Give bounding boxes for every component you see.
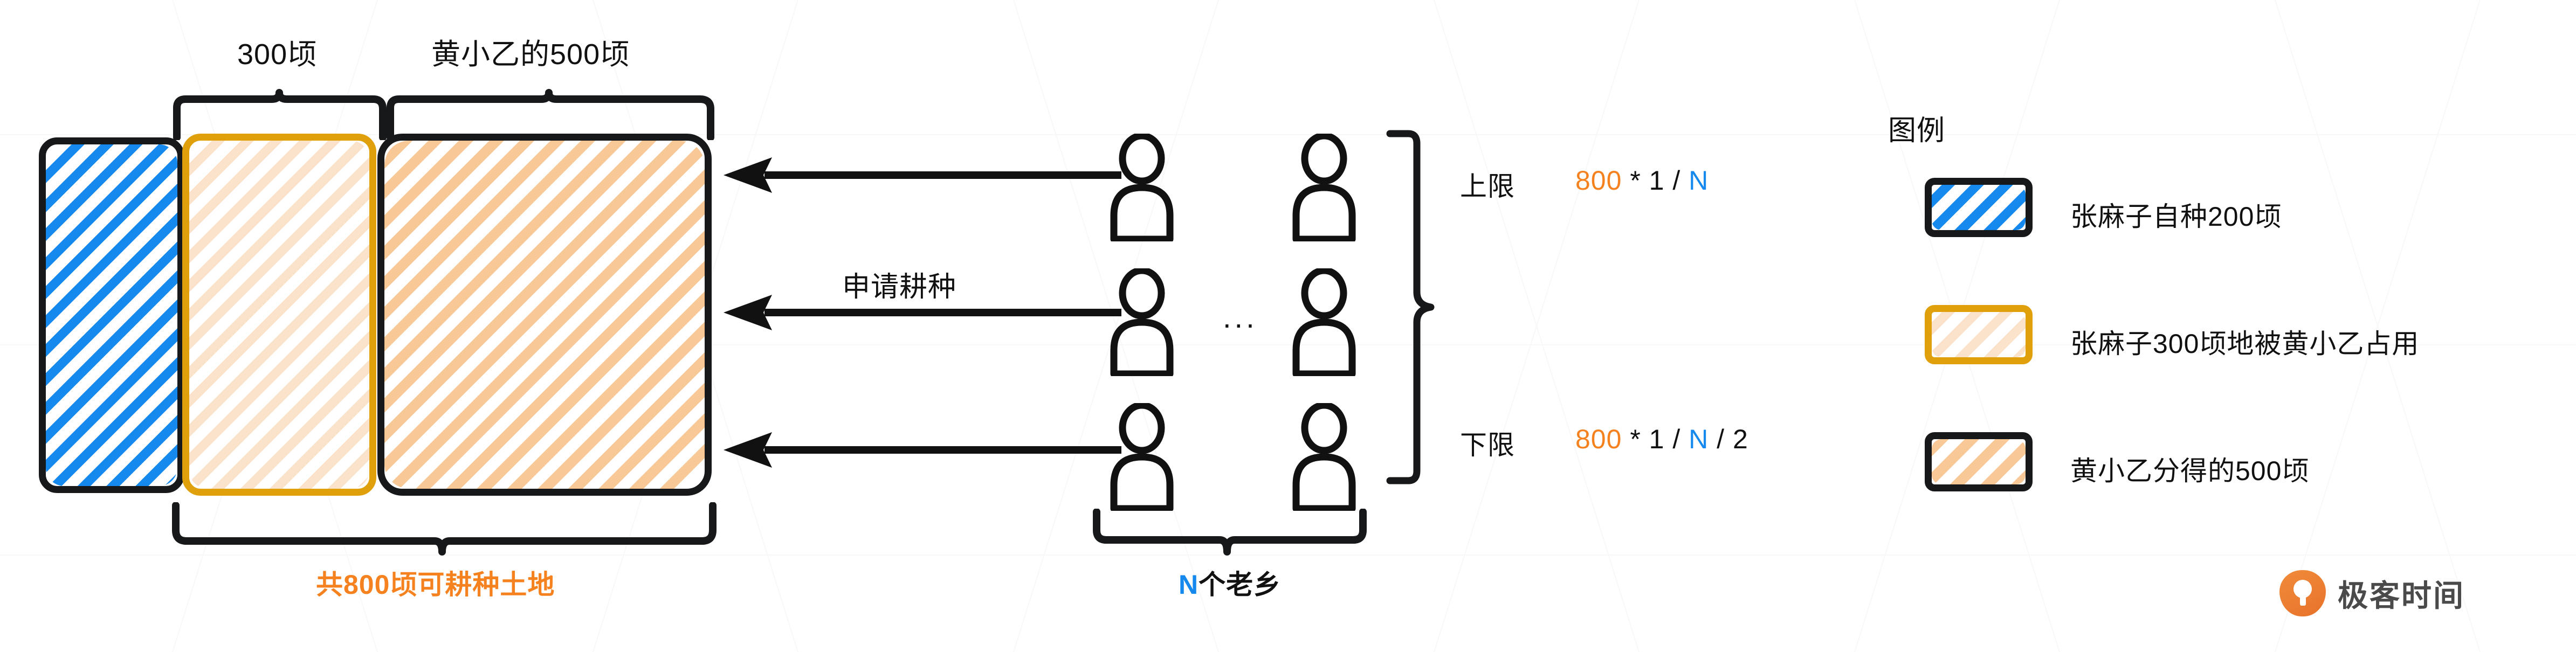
- pale-hatch-fill: [1932, 312, 2026, 357]
- geektime-mark-icon: [2279, 570, 2326, 616]
- formula-mid: * 1 /: [1622, 424, 1689, 454]
- label-upper-bound: 上限: [1460, 171, 1515, 202]
- legend-swatch-zhang-occupied: [1925, 305, 2033, 364]
- legend-label-zhang-occupied: 张麻子300顷地被黄小乙占用: [2070, 329, 2420, 359]
- legend-title: 图例: [1888, 115, 1946, 147]
- label-300-qing: 300顷: [237, 38, 318, 71]
- person-icon: [1292, 268, 1356, 376]
- label-n-villagers: N个老乡: [1179, 563, 1281, 602]
- person-icon: [1110, 134, 1174, 241]
- label-apply-to-farm: 申请耕种: [842, 272, 957, 303]
- legend-label-huang-allocated: 黄小乙分得的500顷: [2070, 456, 2310, 486]
- people-ellipsis: ...: [1223, 300, 1258, 334]
- formula-lower-bound: 800 * 1 / N / 2: [1575, 424, 1748, 455]
- label-total-arable-land: 共800顷可耕种土地: [316, 570, 555, 600]
- formula-var: N: [1689, 424, 1709, 454]
- pale-hatch-fill: [189, 141, 369, 489]
- formula-tail: / 2: [1709, 424, 1748, 454]
- land-box-huang-allocated: [377, 134, 712, 496]
- brace-bottom-total-land: [172, 502, 717, 556]
- formula-upper-bound: 800 * 1 / N: [1575, 165, 1709, 196]
- legend-swatch-huang-allocated: [1925, 432, 2033, 491]
- label-huang-500-qing: 黄小乙的500顷: [431, 38, 630, 71]
- brace-bounds-group: [1386, 130, 1435, 484]
- geektime-logo: 极客时间: [2279, 570, 2465, 616]
- brace-top-300: [173, 89, 387, 140]
- person-icon: [1110, 268, 1174, 376]
- arrow-request-row-1: [724, 157, 1121, 193]
- person-icon: [1292, 403, 1356, 511]
- villagers-suffix: 个老乡: [1199, 570, 1282, 600]
- label-lower-bound: 下限: [1460, 430, 1515, 460]
- geektime-logo-text: 极客时间: [2338, 578, 2465, 613]
- orange-hatch-fill: [1932, 439, 2026, 484]
- formula-base: 800: [1575, 165, 1622, 196]
- n-variable: N: [1179, 570, 1199, 600]
- brace-people-group: [1093, 509, 1367, 556]
- blue-hatch-fill: [46, 144, 177, 486]
- blue-hatch-fill: [1932, 185, 2026, 230]
- orange-hatch-fill: [384, 141, 705, 489]
- legend-label-zhang-self: 张麻子自种200顷: [2070, 202, 2282, 232]
- person-icon: [1110, 403, 1174, 511]
- formula-mid: * 1 /: [1622, 165, 1689, 196]
- arrow-request-row-3: [724, 432, 1121, 468]
- legend-swatch-zhang-self: [1925, 178, 2033, 237]
- land-box-zhang-self-farmed: [39, 137, 184, 493]
- arrow-request-row-2: [724, 295, 1121, 330]
- formula-base: 800: [1575, 424, 1622, 454]
- person-icon: [1292, 134, 1356, 241]
- formula-var: N: [1689, 165, 1709, 196]
- land-box-zhang-occupied: [182, 134, 376, 496]
- brace-top-500: [387, 89, 714, 140]
